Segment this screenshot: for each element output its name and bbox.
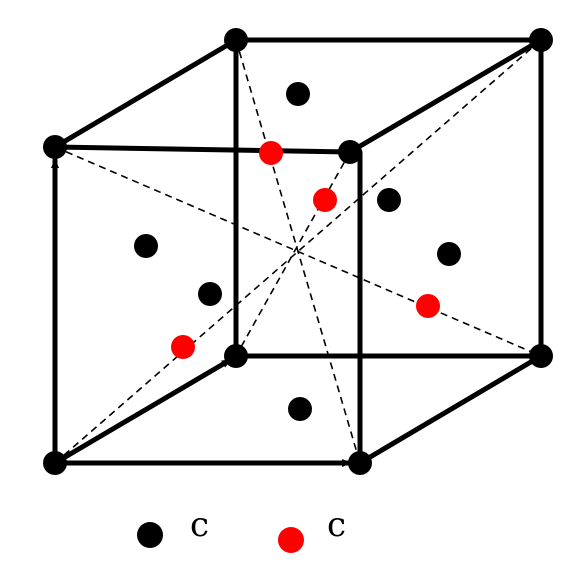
front-edge-top bbox=[52, 144, 353, 155]
body-diagonal-3 bbox=[235, 39, 361, 464]
face-center-atom bbox=[198, 282, 222, 306]
legend-label-black: c bbox=[190, 505, 209, 545]
corner-atom bbox=[224, 344, 248, 368]
interstitial-atom bbox=[171, 335, 195, 359]
interstitial-atom bbox=[416, 294, 440, 318]
corner-atom bbox=[43, 135, 67, 159]
interstitial-atom bbox=[313, 188, 337, 212]
connect-edge-top-left bbox=[52, 37, 239, 150]
face-center-atom bbox=[134, 234, 158, 258]
body-diagonal-4 bbox=[235, 151, 351, 357]
connect-edge-bottom-right bbox=[357, 353, 544, 466]
face-center-atom bbox=[288, 397, 312, 421]
corner-atom bbox=[529, 344, 553, 368]
corner-atom bbox=[348, 451, 372, 475]
connect-edge-top-right bbox=[347, 37, 544, 155]
legend-label-red: c bbox=[327, 505, 346, 545]
legend: c c bbox=[137, 505, 346, 553]
corner-atom bbox=[43, 451, 67, 475]
legend-marker-black bbox=[137, 522, 163, 548]
axis-arrow-diagonal bbox=[52, 357, 233, 466]
face-center-atom bbox=[377, 188, 401, 212]
face-center-atom bbox=[286, 82, 310, 106]
face-center-atoms bbox=[134, 82, 461, 421]
cube-edges bbox=[51, 37, 544, 467]
face-center-atom bbox=[437, 242, 461, 266]
corner-atom bbox=[529, 28, 553, 52]
legend-marker-red bbox=[278, 527, 304, 553]
body-diagonals bbox=[54, 39, 542, 464]
corner-atom bbox=[338, 140, 362, 164]
interstitial-atom bbox=[259, 141, 283, 165]
corner-atoms bbox=[43, 28, 553, 475]
corner-atom bbox=[224, 28, 248, 52]
interstitial-atoms bbox=[171, 141, 440, 359]
